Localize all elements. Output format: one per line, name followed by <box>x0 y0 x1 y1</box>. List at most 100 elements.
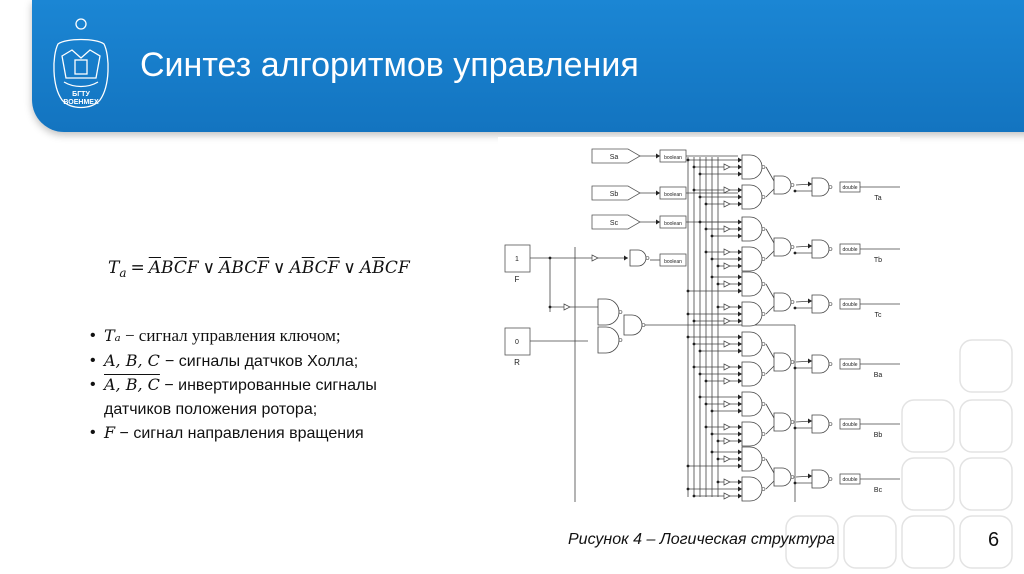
not-gate <box>591 254 599 262</box>
convert-label: boolean <box>664 192 682 198</box>
formula-variable: B <box>231 258 245 278</box>
junction <box>710 275 714 279</box>
formula-variable: F <box>257 258 270 278</box>
and-gate <box>741 446 763 472</box>
bullet-text: − инвертированные сигналы <box>159 377 377 394</box>
formula-variable: F <box>397 258 410 278</box>
wire <box>765 365 775 375</box>
junction <box>698 372 702 376</box>
arrow-head <box>738 486 742 492</box>
output-label-tc: Tc <box>875 312 883 319</box>
formula-variable: A <box>289 258 302 278</box>
junction <box>710 409 714 413</box>
gate-bubble <box>828 477 833 481</box>
formula-variable: F <box>327 258 340 278</box>
bullet-math: Tₐ <box>104 326 121 345</box>
junction <box>793 426 797 430</box>
convert-label: boolean <box>664 155 682 161</box>
bullet-text-continued: датчиков положения ротора; <box>104 400 318 418</box>
gate-bubble <box>761 227 766 231</box>
arrow-head <box>808 298 812 304</box>
source-label-sc: Sc <box>610 220 619 227</box>
slide-header <box>32 0 1024 132</box>
arrow-head <box>738 438 742 444</box>
formula-variable: A <box>359 258 373 278</box>
junction <box>704 379 708 383</box>
arrow-head <box>624 255 628 261</box>
constant-label-r: R <box>514 358 520 367</box>
or-gate <box>773 352 792 372</box>
gate-bubble <box>761 257 766 261</box>
arrow-head <box>808 243 812 249</box>
arrow-head <box>738 226 742 232</box>
junction <box>548 256 552 260</box>
source-block <box>591 185 641 201</box>
not-gate <box>723 225 731 233</box>
double-convert-block <box>839 418 861 430</box>
junction <box>698 195 702 199</box>
not-gate <box>723 478 731 486</box>
gate-bubble <box>828 302 833 306</box>
junction <box>710 257 714 261</box>
not-gate <box>723 262 731 270</box>
formula-or: ∨ <box>343 258 356 278</box>
arrow-head <box>738 341 742 347</box>
junction <box>793 366 797 370</box>
decorative-tile <box>901 399 955 453</box>
double-convert-block <box>839 298 861 310</box>
source-block <box>591 214 641 230</box>
wire <box>765 343 775 359</box>
bullet-list: Tₐ − сигнал управления ключом; A, B, C −… <box>90 324 377 446</box>
junction <box>793 481 797 485</box>
junction <box>710 234 714 238</box>
junction <box>698 172 702 176</box>
decorative-tiles <box>785 339 1013 569</box>
arrow-head <box>738 157 742 163</box>
gate-bubble <box>828 362 833 366</box>
gate-bubble <box>790 300 795 304</box>
convert-label: double <box>842 422 857 428</box>
decorative-tile <box>785 515 839 569</box>
junction <box>686 464 690 468</box>
not-gate <box>723 437 731 445</box>
convert-label: double <box>842 477 857 483</box>
output-label-bb: Bb <box>874 432 883 439</box>
gate-bubble <box>790 475 795 479</box>
output-label-tb: Tb <box>874 257 882 264</box>
gate-bubble <box>828 185 833 189</box>
not-gate <box>723 377 731 385</box>
not-gate <box>723 186 731 194</box>
and-gate <box>811 239 830 259</box>
gate-bubble <box>828 247 833 251</box>
decorative-tile <box>843 515 897 569</box>
output-label-ba: Ba <box>874 372 883 379</box>
arrow-head <box>738 371 742 377</box>
arrow-head <box>808 473 812 479</box>
convert-label: double <box>842 247 857 253</box>
not-gate <box>723 400 731 408</box>
junction <box>716 480 720 484</box>
gate-bubble <box>761 282 766 286</box>
junction <box>692 188 696 192</box>
arrow-head <box>738 311 742 317</box>
junction <box>692 365 696 369</box>
wire <box>765 425 775 435</box>
page-number: 6 <box>988 529 1000 551</box>
gate-bubble <box>790 245 795 249</box>
arrow-head <box>738 171 742 177</box>
formula-variable: B <box>372 258 385 278</box>
and-gate <box>597 326 620 354</box>
gate-bubble <box>618 338 623 342</box>
junction <box>704 202 708 206</box>
junction <box>692 494 696 498</box>
gate-bubble <box>761 165 766 169</box>
junction <box>686 335 690 339</box>
junction <box>793 306 797 310</box>
and-gate <box>741 476 763 502</box>
not-gate <box>723 455 731 463</box>
formula-subscript: a <box>119 266 127 280</box>
and-gate <box>741 246 763 272</box>
formula-variable: B <box>301 258 315 278</box>
wire <box>765 228 775 244</box>
junction <box>686 312 690 316</box>
